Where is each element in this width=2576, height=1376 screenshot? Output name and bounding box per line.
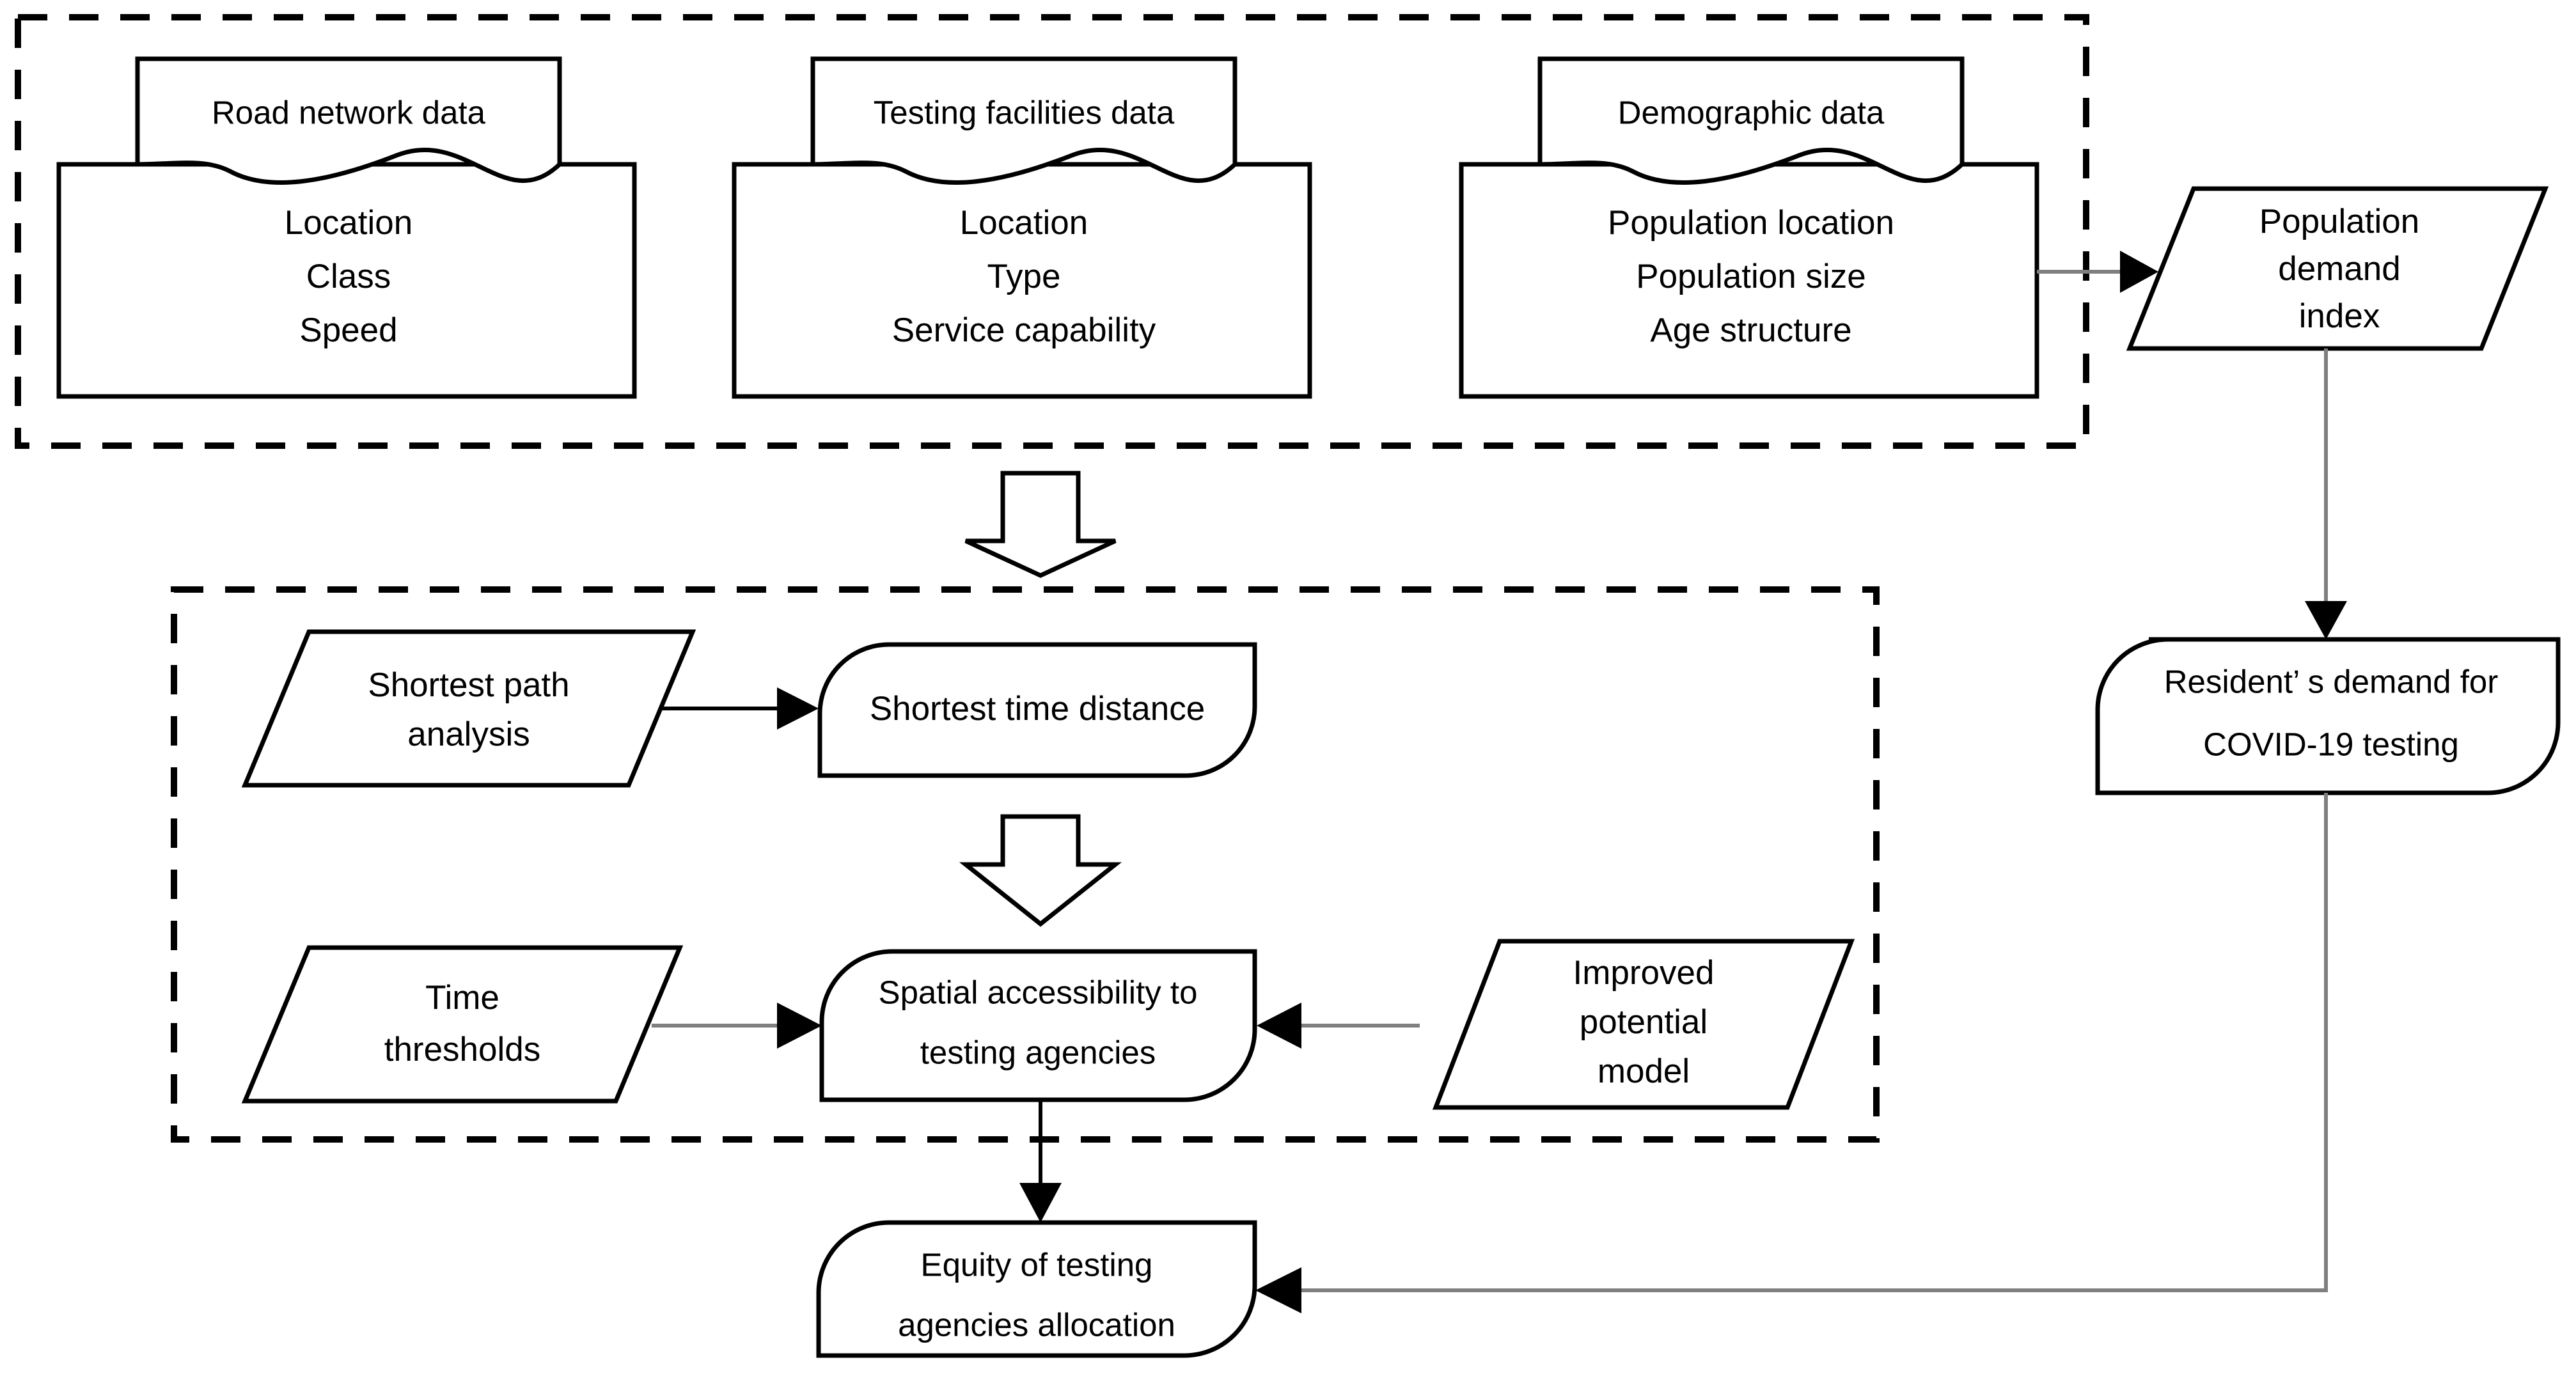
population-demand-index-line-2: index <box>2299 297 2380 335</box>
testing-facilities-attr-2: Service capability <box>892 311 1156 349</box>
testing-facilities-header: Testing facilities data <box>874 94 1175 130</box>
node-shortest-time-distance: Shortest time distance <box>817 642 1257 778</box>
arrowhead-equity-top <box>1019 1183 1062 1223</box>
arrowhead-resident-demand <box>2305 601 2347 639</box>
block-arrow-time-distance-to-accessibility <box>959 814 1122 927</box>
testing-facilities-attr-1: Type <box>987 258 1061 295</box>
time-thresholds-line-0: Time <box>425 979 499 1017</box>
shortest-time-distance-line-0: Shortest time distance <box>870 690 1205 728</box>
shortest-path-analysis-line-0: Shortest path <box>368 666 569 704</box>
data-source-road-network: Road network data Location Class Speed <box>56 56 637 399</box>
node-shortest-path-analysis: Shortest path analysis <box>241 629 696 788</box>
demographic-header: Demographic data <box>1618 94 1885 130</box>
road-network-body <box>56 162 637 399</box>
connector-resident-demand-to-equity <box>1301 793 2328 1292</box>
node-resident-demand: Resident’ s demand for COVID-19 testing <box>2095 637 2561 795</box>
testing-facilities-attr-0: Location <box>960 204 1088 242</box>
road-network-attr-0: Location <box>285 204 412 242</box>
shortest-path-analysis-line-1: analysis <box>407 715 530 753</box>
time-thresholds-line-1: thresholds <box>384 1031 541 1068</box>
demographic-attr-1: Population size <box>1636 258 1865 295</box>
demographic-body <box>1459 162 2039 399</box>
shortest-time-distance-shape <box>817 642 1257 778</box>
arrowhead-shortest-time-distance <box>777 687 819 730</box>
node-spatial-accessibility: Spatial accessibility to testing agencie… <box>819 949 1257 1102</box>
population-demand-index-line-1: demand <box>2278 250 2401 288</box>
road-network-attr-2: Speed <box>299 311 397 349</box>
resident-demand-line-1: COVID-19 testing <box>2203 726 2459 762</box>
improved-potential-model-line-1: potential <box>1580 1003 1708 1041</box>
equity-allocation-line-0: Equity of testing <box>921 1246 1153 1283</box>
population-demand-index-line-0: Population <box>2259 203 2419 240</box>
node-population-demand-index: Population demand index <box>2126 186 2549 351</box>
arrowhead-accessibility-left <box>777 1003 822 1049</box>
spatial-accessibility-shape <box>819 949 1257 1102</box>
resident-demand-line-0: Resident’ s demand for <box>2164 663 2499 700</box>
population-demand-index-shape <box>2126 186 2549 351</box>
testing-facilities-body <box>732 162 1312 399</box>
data-source-demographic: Demographic data Population location Pop… <box>1459 56 2039 399</box>
road-network-label-plate <box>135 56 562 185</box>
road-network-attr-1: Class <box>306 258 391 295</box>
equity-allocation-shape <box>816 1220 1257 1358</box>
block-arrow-inputs-to-analysis <box>964 471 1117 578</box>
data-source-testing-facilities: Testing facilities data Location Type Se… <box>732 56 1312 399</box>
resident-demand-shape <box>2095 637 2561 795</box>
improved-potential-model-line-0: Improved <box>1573 954 1715 992</box>
testing-facilities-label-plate <box>810 56 1237 185</box>
demographic-label-plate <box>1537 56 1965 185</box>
spatial-accessibility-line-0: Spatial accessibility to <box>879 974 1198 1010</box>
equity-allocation-line-1: agencies allocation <box>898 1306 1175 1343</box>
improved-potential-model-line-2: model <box>1598 1052 1690 1090</box>
arrowhead-demand-index <box>2120 251 2158 293</box>
shortest-path-analysis-shape <box>241 629 696 788</box>
time-thresholds-shape <box>241 945 684 1104</box>
road-network-header: Road network data <box>212 94 486 130</box>
improved-potential-model-shape <box>1432 939 1855 1110</box>
arrowhead-accessibility-right <box>1257 1003 1301 1049</box>
spatial-accessibility-line-1: testing agencies <box>920 1034 1156 1070</box>
demographic-attr-0: Population location <box>1608 204 1894 242</box>
data-inputs-group-border <box>15 14 2089 449</box>
node-equity-allocation: Equity of testing agencies allocation <box>816 1220 1257 1358</box>
demographic-attr-2: Age structure <box>1650 311 1851 349</box>
arrowhead-equity-right <box>1255 1267 1301 1313</box>
node-improved-potential-model: Improved potential model <box>1432 939 1855 1110</box>
node-time-thresholds: Time thresholds <box>241 945 684 1104</box>
